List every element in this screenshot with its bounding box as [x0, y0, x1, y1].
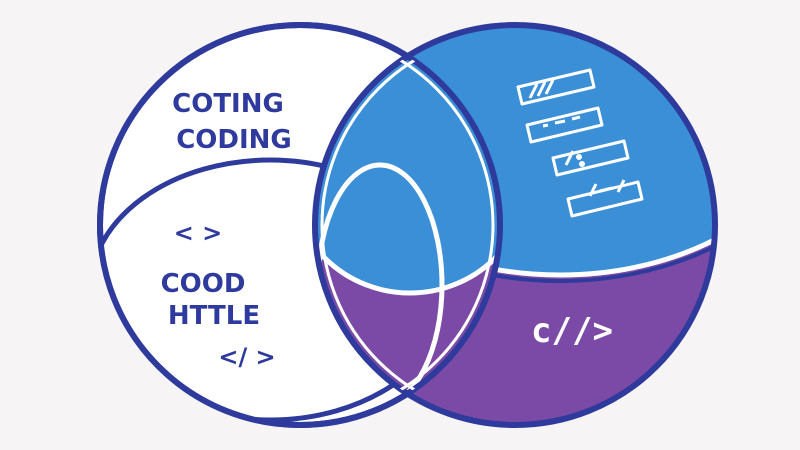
blue-purple-divider: [315, 25, 715, 283]
lens-line2: HTTLE: [168, 301, 260, 331]
right-circle-outline: [312, 22, 718, 428]
code-list-icon: [516, 68, 644, 218]
purple-label: c//>: [531, 311, 613, 351]
left-line2: CODING: [176, 125, 292, 155]
lens-tag-close: </ >: [218, 343, 275, 371]
right-circle-inner-white: [320, 30, 500, 420]
left-line1: COTING: [172, 89, 284, 119]
left-circle-inner-white: [315, 30, 495, 420]
lens-line1: COOD: [161, 269, 246, 299]
lens-tag-open: < >: [174, 219, 223, 247]
left-circle-outline: [97, 22, 503, 428]
